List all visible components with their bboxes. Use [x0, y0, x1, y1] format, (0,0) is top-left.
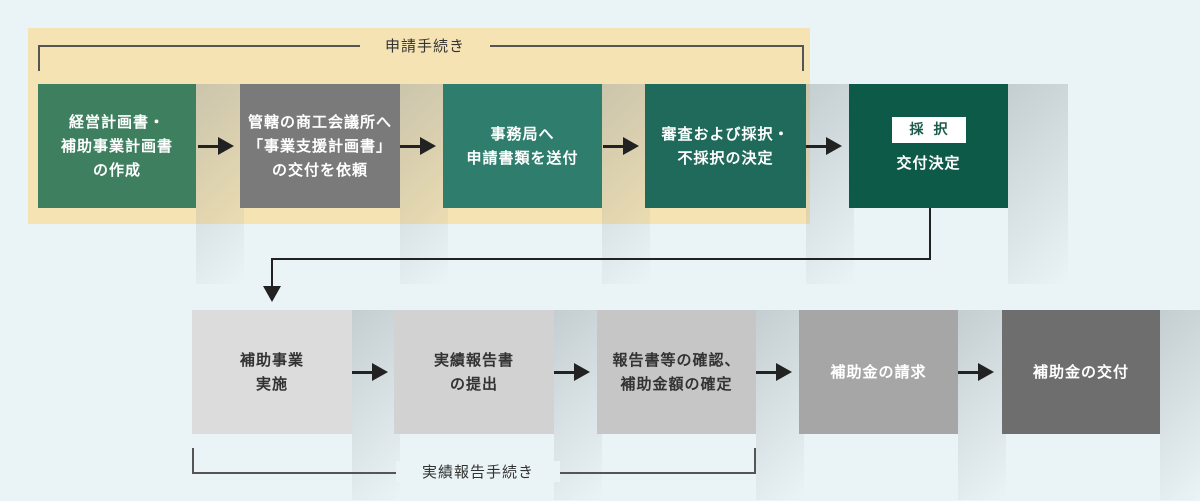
adoption-badge: 採択	[891, 117, 966, 143]
step-grant-decision: 採択 交付決定	[849, 84, 1008, 208]
report-bracket-right	[754, 448, 756, 474]
report-bracket-left	[192, 448, 194, 474]
shadow	[756, 310, 804, 500]
step-label: 報告書等の確認、 補助金額の確定	[612, 351, 741, 393]
arrow-right-icon	[574, 363, 590, 381]
application-bracket-left	[38, 45, 40, 71]
step-label: 管轄の商工会議所へ 「事業支援計画書」 の交付を依頼	[247, 113, 392, 179]
step-label: 実績報告書 の提出	[433, 351, 514, 393]
arrow-line	[806, 145, 828, 148]
arrow-line	[554, 371, 576, 374]
arrow-line	[958, 371, 980, 374]
step-plan-creation: 経営計画書・ 補助事業計画書 の作成	[38, 84, 196, 208]
shadow	[196, 84, 244, 284]
arrow-line	[352, 371, 374, 374]
arrow-right-icon	[826, 137, 842, 155]
shadow	[554, 310, 602, 500]
connector-down	[929, 208, 931, 260]
step-label: 審査および採択・ 不採択の決定	[661, 125, 790, 167]
step-request-support-plan: 管轄の商工会議所へ 「事業支援計画書」 の交付を依頼	[240, 84, 400, 208]
shadow	[806, 84, 854, 284]
shadow	[958, 310, 1006, 500]
arrow-down-icon	[263, 286, 281, 302]
arrow-right-icon	[420, 137, 436, 155]
arrow-line	[198, 145, 220, 148]
shadow	[352, 310, 400, 500]
arrow-right-icon	[776, 363, 792, 381]
step-subsidy-payment: 補助金の交付	[1002, 310, 1160, 434]
report-bracket-label: 実績報告手続き	[396, 461, 560, 482]
step-label: 補助金の交付	[1032, 363, 1129, 381]
step-label: 経営計画書・ 補助事業計画書 の作成	[60, 113, 173, 179]
application-bracket-label: 申請手続き	[360, 35, 490, 56]
step-label: 事務局へ 申請書類を送付	[466, 125, 579, 167]
step-project-implementation: 補助事業 実施	[192, 310, 352, 434]
step-review-decision: 審査および採択・ 不採択の決定	[645, 84, 806, 208]
step-label: 補助金の請求	[830, 363, 927, 381]
step-confirm-amount: 報告書等の確認、 補助金額の確定	[597, 310, 756, 434]
application-bracket-right	[802, 45, 804, 71]
arrow-right-icon	[623, 137, 639, 155]
step-label: 補助事業 実施	[239, 351, 304, 393]
step-send-documents: 事務局へ 申請書類を送付	[443, 84, 602, 208]
connector-down-2	[271, 258, 273, 286]
arrow-line	[756, 371, 778, 374]
arrow-line	[603, 145, 625, 148]
arrow-right-icon	[372, 363, 388, 381]
step-request-subsidy: 補助金の請求	[799, 310, 958, 434]
step-submit-report: 実績報告書 の提出	[394, 310, 554, 434]
shadow	[1008, 84, 1068, 284]
arrow-right-icon	[978, 363, 994, 381]
shadow	[1160, 310, 1200, 500]
arrow-right-icon	[218, 137, 234, 155]
shadow	[602, 84, 650, 284]
connector-across	[271, 258, 931, 260]
arrow-line	[400, 145, 422, 148]
shadow	[400, 84, 448, 284]
step-label: 交付決定	[896, 154, 961, 172]
